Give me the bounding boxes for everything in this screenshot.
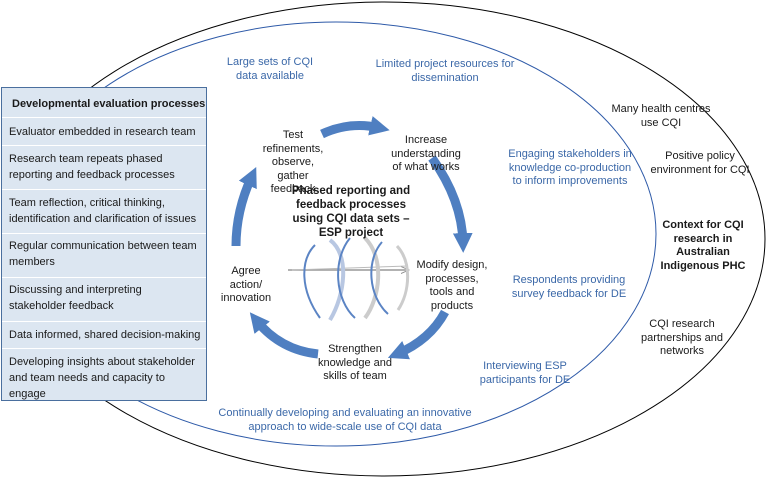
panel-item: Data informed, shared decision-making — [9, 329, 201, 341]
panel-divider — [2, 321, 206, 322]
label-policy: Positive policy environment for CQI — [650, 150, 750, 176]
panel-divider — [2, 277, 206, 278]
label-limited-resources: Limited project resources for disseminat… — [375, 58, 515, 84]
developmental-evaluation-panel: Developmental evaluation processes Evalu… — [1, 87, 207, 401]
label-interviewing: Interviewing ESP participants for DE — [479, 360, 571, 386]
panel-divider — [2, 145, 206, 146]
panel-item: Regular communication between team membe… — [9, 240, 197, 268]
cycle-arrow-bottom-right — [387, 309, 449, 360]
panel-item: Team reflection, critical thinking, iden… — [9, 197, 197, 225]
panel-divider — [2, 117, 206, 118]
step-modify-design: Modify design, processes, tools and prod… — [416, 259, 488, 312]
step-increase-understanding: Increase understanding of what works — [391, 134, 461, 173]
spiral-arrow-icon — [288, 236, 408, 322]
cycle-arrow-top — [320, 116, 390, 139]
label-partnerships: CQI research partnerships and networks — [641, 318, 723, 357]
panel-item: Discussing and interpreting stakeholder … — [9, 284, 142, 312]
cycle-center-title: Phased reporting and feedback processes … — [291, 185, 411, 239]
label-continually-developing: Continually developing and evaluating an… — [218, 407, 472, 433]
panel-item: Developing insights about stakeholder an… — [9, 356, 195, 400]
cycle-arrow-left — [231, 167, 257, 247]
panel-title: Developmental evaluation processes — [12, 98, 206, 110]
label-context: Context for CQI research in Australian I… — [660, 219, 746, 272]
cycle-arrow-bottom-left — [249, 312, 319, 359]
cycle-arrow-right — [428, 155, 473, 253]
panel-divider — [2, 189, 206, 190]
label-large-data-sets: Large sets of CQI data available — [226, 56, 314, 82]
panel-item: Research team repeats phased reporting a… — [9, 153, 175, 181]
step-agree-action: Agree action/ innovation — [220, 265, 272, 304]
step-strengthen-knowledge: Strengthen knowledge and skills of team — [317, 343, 392, 382]
panel-divider — [2, 348, 206, 349]
panel-item: Evaluator embedded in research team — [9, 126, 196, 138]
label-engaging-stakeholders: Engaging stakeholders in knowledge co-pr… — [508, 148, 632, 187]
label-survey-feedback: Respondents providing survey feedback fo… — [511, 274, 627, 300]
panel-divider — [2, 233, 206, 234]
label-health-centres: Many health centres use CQI — [611, 103, 711, 129]
step-test-refinements: Test refinements, observe, gather feedba… — [262, 129, 324, 195]
